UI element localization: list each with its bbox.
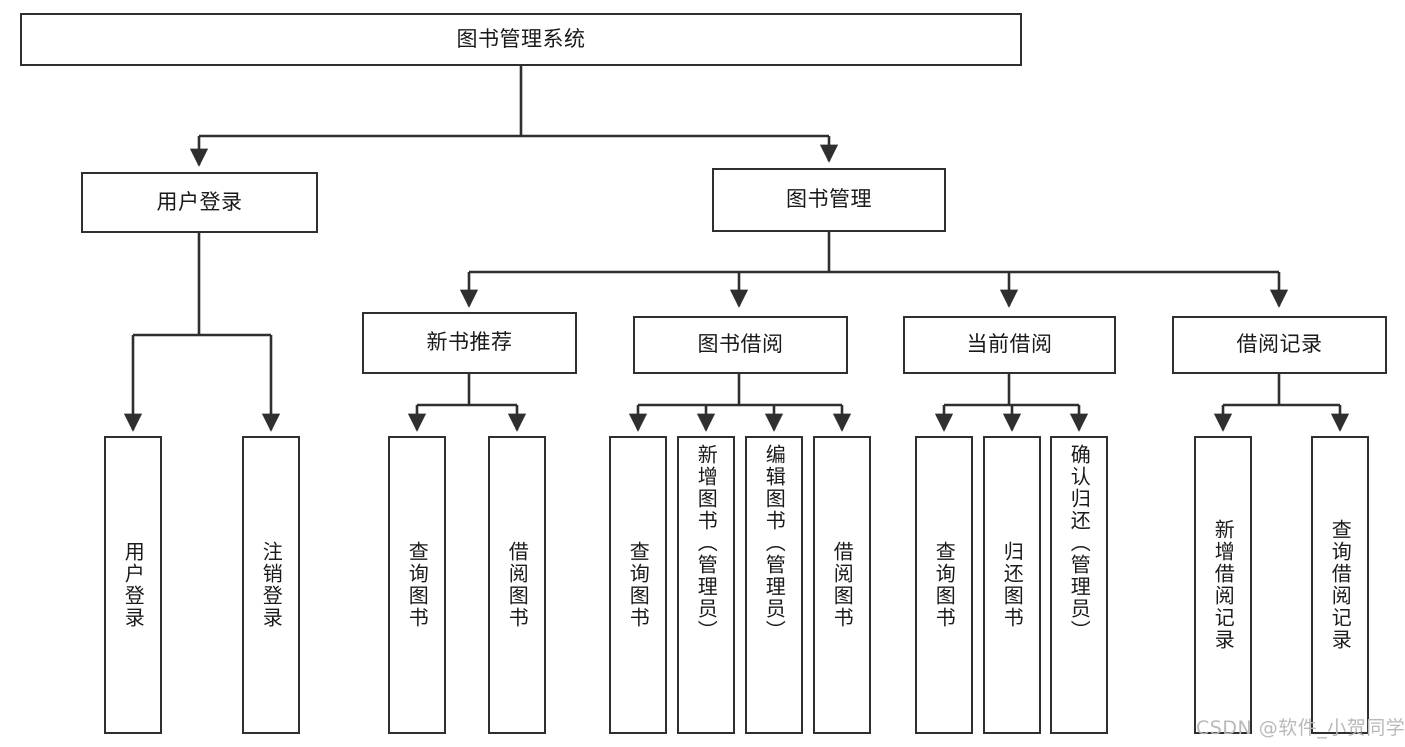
leaf-borrow-borrow-book-label: 借阅图书 (830, 541, 855, 629)
leaf-borrow-query-book[interactable]: 查询图书 (609, 436, 667, 734)
node-root-book-management-system[interactable]: 图书管理系统 (20, 13, 1022, 66)
leaf-user-login[interactable]: 用户登录 (104, 436, 162, 734)
node-book-management[interactable]: 图书管理 (712, 168, 946, 232)
leaf-current-return-book-label: 归还图书 (1000, 541, 1025, 629)
leaf-record-add-record[interactable]: 新增借阅记录 (1194, 436, 1252, 734)
leaf-newbook-query-book-label: 查询图书 (405, 541, 430, 629)
node-root-label: 图书管理系统 (456, 26, 586, 51)
leaf-current-query-book[interactable]: 查询图书 (915, 436, 973, 734)
node-new-book-recommend[interactable]: 新书推荐 (362, 312, 577, 374)
node-current-borrow-label: 当前借阅 (966, 332, 1053, 357)
leaf-logout[interactable]: 注销登录 (242, 436, 300, 734)
leaf-newbook-borrow-book-label: 借阅图书 (505, 541, 530, 629)
node-user-login[interactable]: 用户登录 (81, 172, 318, 233)
leaf-newbook-borrow-book[interactable]: 借阅图书 (488, 436, 546, 734)
leaf-current-return-book[interactable]: 归还图书 (983, 436, 1041, 734)
leaf-borrow-add-book[interactable]: 新增图书（管理员） (677, 436, 735, 734)
leaf-current-query-book-label: 查询图书 (932, 541, 957, 629)
leaf-borrow-edit-book-label: 编辑图书（管理员） (762, 444, 787, 642)
leaf-current-confirm-return[interactable]: 确认归还（管理员） (1050, 436, 1108, 734)
leaf-current-confirm-return-label: 确认归还（管理员） (1067, 444, 1092, 642)
leaf-user-login-label: 用户登录 (121, 541, 146, 629)
node-book-borrow[interactable]: 图书借阅 (633, 316, 848, 374)
leaf-record-query-record-label: 查询借阅记录 (1328, 519, 1353, 651)
leaf-borrow-edit-book[interactable]: 编辑图书（管理员） (745, 436, 803, 734)
csdn-watermark: CSDN @软件_小贺同学 (1196, 717, 1405, 739)
leaf-newbook-query-book[interactable]: 查询图书 (388, 436, 446, 734)
node-user-login-label: 用户登录 (156, 189, 243, 214)
node-book-management-label: 图书管理 (786, 187, 872, 212)
leaf-record-query-record[interactable]: 查询借阅记录 (1311, 436, 1369, 734)
node-borrow-record-label: 借阅记录 (1236, 332, 1323, 357)
node-borrow-record[interactable]: 借阅记录 (1172, 316, 1387, 374)
leaf-logout-label: 注销登录 (259, 541, 284, 629)
node-new-book-recommend-label: 新书推荐 (426, 330, 513, 355)
node-current-borrow[interactable]: 当前借阅 (903, 316, 1116, 374)
node-book-borrow-label: 图书借阅 (697, 332, 784, 357)
leaf-borrow-add-book-label: 新增图书（管理员） (694, 444, 719, 642)
leaf-record-add-record-label: 新增借阅记录 (1211, 519, 1236, 651)
leaf-borrow-query-book-label: 查询图书 (626, 541, 651, 629)
leaf-borrow-borrow-book[interactable]: 借阅图书 (813, 436, 871, 734)
